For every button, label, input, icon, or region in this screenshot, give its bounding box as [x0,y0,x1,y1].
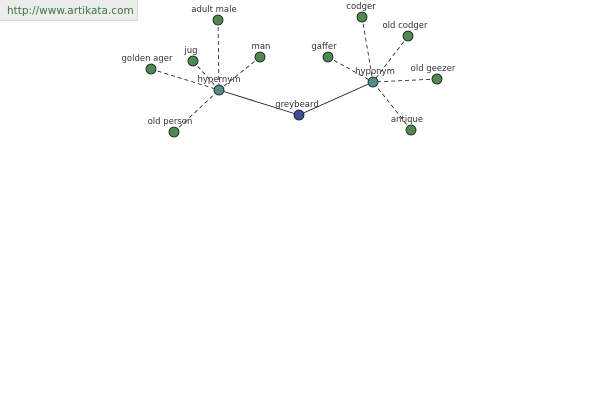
label-man: man [252,42,271,52]
edge-old-codger-hyponym [372,35,409,83]
node-adult-male[interactable] [212,14,224,26]
node-jug[interactable] [187,55,199,67]
hub-node-hyponym[interactable] [367,76,379,88]
edge-golden-ager-hypernym [150,68,220,91]
label-hypernym: hypernym [197,75,240,85]
node-old-person[interactable] [168,126,180,138]
edge-adult-male-hypernym [217,19,220,91]
label-old-geezer: old geezer [411,64,456,74]
node-antique[interactable] [405,124,417,136]
label-antique: antique [391,115,423,125]
label-hyponym: hyponym [355,67,395,77]
label-center: greybeard [275,100,319,110]
edge-old-person-hypernym [173,89,220,133]
label-adult-male: adult male [191,5,236,15]
edge-gaffer-hyponym [327,56,374,83]
label-old-codger: old codger [382,21,428,31]
label-old-person: old person [148,117,193,127]
label-golden-ager: golden ager [122,54,174,64]
edge-hyponym-center [298,81,374,116]
site-url-link[interactable]: http://www.artikata.com [7,5,134,17]
label-codger: codger [346,2,376,12]
center-node[interactable] [293,109,305,121]
label-gaffer: gaffer [311,42,337,52]
edge-man-hypernym [218,56,261,91]
node-old-geezer[interactable] [431,73,443,85]
label-jug: jug [183,46,197,56]
url-banner: http://www.artikata.com [0,0,138,21]
node-old-codger[interactable] [402,30,414,42]
node-gaffer[interactable] [322,51,334,63]
hub-node-hypernym[interactable] [213,84,225,96]
edge-old-geezer-hyponym [372,78,438,83]
node-golden-ager[interactable] [145,63,157,75]
node-man[interactable] [254,51,266,63]
edge-codger-hyponym [361,16,374,83]
edge-hypernym-center [218,89,300,116]
edge-antique-hyponym [372,81,412,131]
node-codger[interactable] [356,11,368,23]
